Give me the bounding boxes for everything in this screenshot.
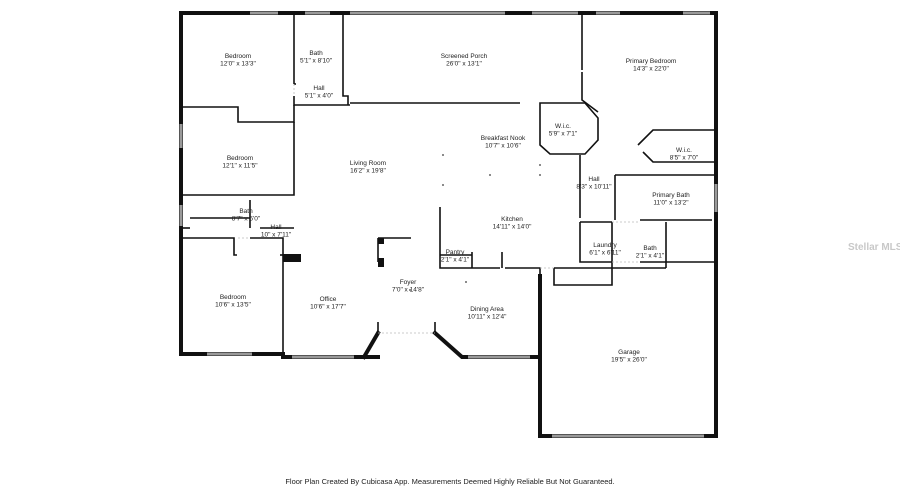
room-name-foyer: Foyer	[400, 279, 417, 286]
room-dims-living-room: 16'2" x 19'8"	[350, 168, 386, 175]
posts	[283, 238, 384, 267]
watermark: Stellar MLS	[848, 242, 900, 253]
room-dims-primary-bedroom: 14'3" x 22'0"	[633, 66, 669, 73]
room-name-breakfast-nook: Breakfast Nook	[481, 135, 526, 142]
interior-walls	[181, 13, 716, 357]
exterior-walls	[179, 11, 718, 438]
room-name-bath3: Bath	[643, 245, 657, 252]
room-name-primary-bedroom: Primary Bedroom	[626, 58, 677, 65]
room-dims-office: 10'6" x 17'7"	[310, 304, 346, 311]
room-dims-breakfast-nook: 10'7" x 10'6"	[485, 143, 521, 150]
room-name-hall2: Hall	[588, 176, 600, 183]
room-dims-bath3: 2'1" x 4'1"	[636, 253, 665, 260]
room-dims-wic2: 8'5" x 7'0"	[670, 155, 699, 162]
room-name-garage: Garage	[618, 349, 640, 356]
room-name-office: Office	[320, 296, 337, 303]
room-dims-screened-porch: 26'0" x 13'1"	[446, 61, 482, 68]
room-name-screened-porch: Screened Porch	[441, 53, 488, 60]
room-dims-bedroom3: 10'6" x 13'5"	[215, 302, 251, 309]
room-dims-foyer: 7'0" x 14'8"	[392, 287, 425, 294]
room-name-wic2: W.i.c.	[676, 147, 692, 154]
room-name-bedroom3: Bedroom	[220, 294, 246, 301]
room-name-living-room: Living Room	[350, 160, 386, 167]
room-name-bath2: Bath	[239, 208, 253, 215]
room-name-bath1: Bath	[309, 50, 323, 57]
room-name-bedroom1: Bedroom	[225, 53, 251, 60]
room-name-wic1: W.i.c.	[555, 123, 571, 130]
room-name-hall3: Hall	[270, 224, 282, 231]
room-name-laundry: Laundry	[593, 242, 617, 249]
room-dims-hall1: 5'1" x 4'0"	[305, 93, 334, 100]
room-name-dining-area: Dining Area	[470, 306, 504, 313]
windows	[179, 11, 718, 438]
room-dims-bath1: 5'1" x 8'10"	[300, 58, 333, 65]
room-dims-dining-area: 10'11" x 12'4"	[468, 314, 507, 321]
room-dims-garage: 19'5" x 26'0"	[611, 357, 647, 364]
room-name-pantry: Pantry	[446, 249, 466, 256]
room-dims-hall2: 8'3" x 10'11"	[576, 184, 612, 191]
fixture-dots	[409, 154, 541, 291]
room-dims-kitchen: 14'11" x 14'0"	[493, 224, 532, 231]
room-dims-bedroom2: 12'1" x 11'5"	[222, 163, 258, 170]
room-name-hall1: Hall	[313, 85, 325, 92]
room-dims-hall3: 10" x 7'11"	[261, 232, 292, 239]
room-dims-laundry: 6'1" x 6'11"	[589, 250, 621, 257]
door-openings	[238, 84, 640, 334]
room-dims-wic1: 5'9" x 7'1"	[549, 131, 578, 138]
room-dims-primary-bath: 11'0" x 13'2"	[653, 200, 689, 207]
room-name-primary-bath: Primary Bath	[652, 192, 690, 199]
room-dims-bath2: 8'7" x 5'0"	[232, 216, 261, 223]
room-dims-pantry: 2'1" x 4'1"	[441, 257, 470, 264]
room-name-kitchen: Kitchen	[501, 216, 523, 223]
room-dims-bedroom1: 12'0" x 13'3"	[220, 61, 256, 68]
room-name-bedroom2: Bedroom	[227, 155, 253, 162]
disclaimer: Floor Plan Created By Cubicasa App. Meas…	[285, 477, 615, 486]
